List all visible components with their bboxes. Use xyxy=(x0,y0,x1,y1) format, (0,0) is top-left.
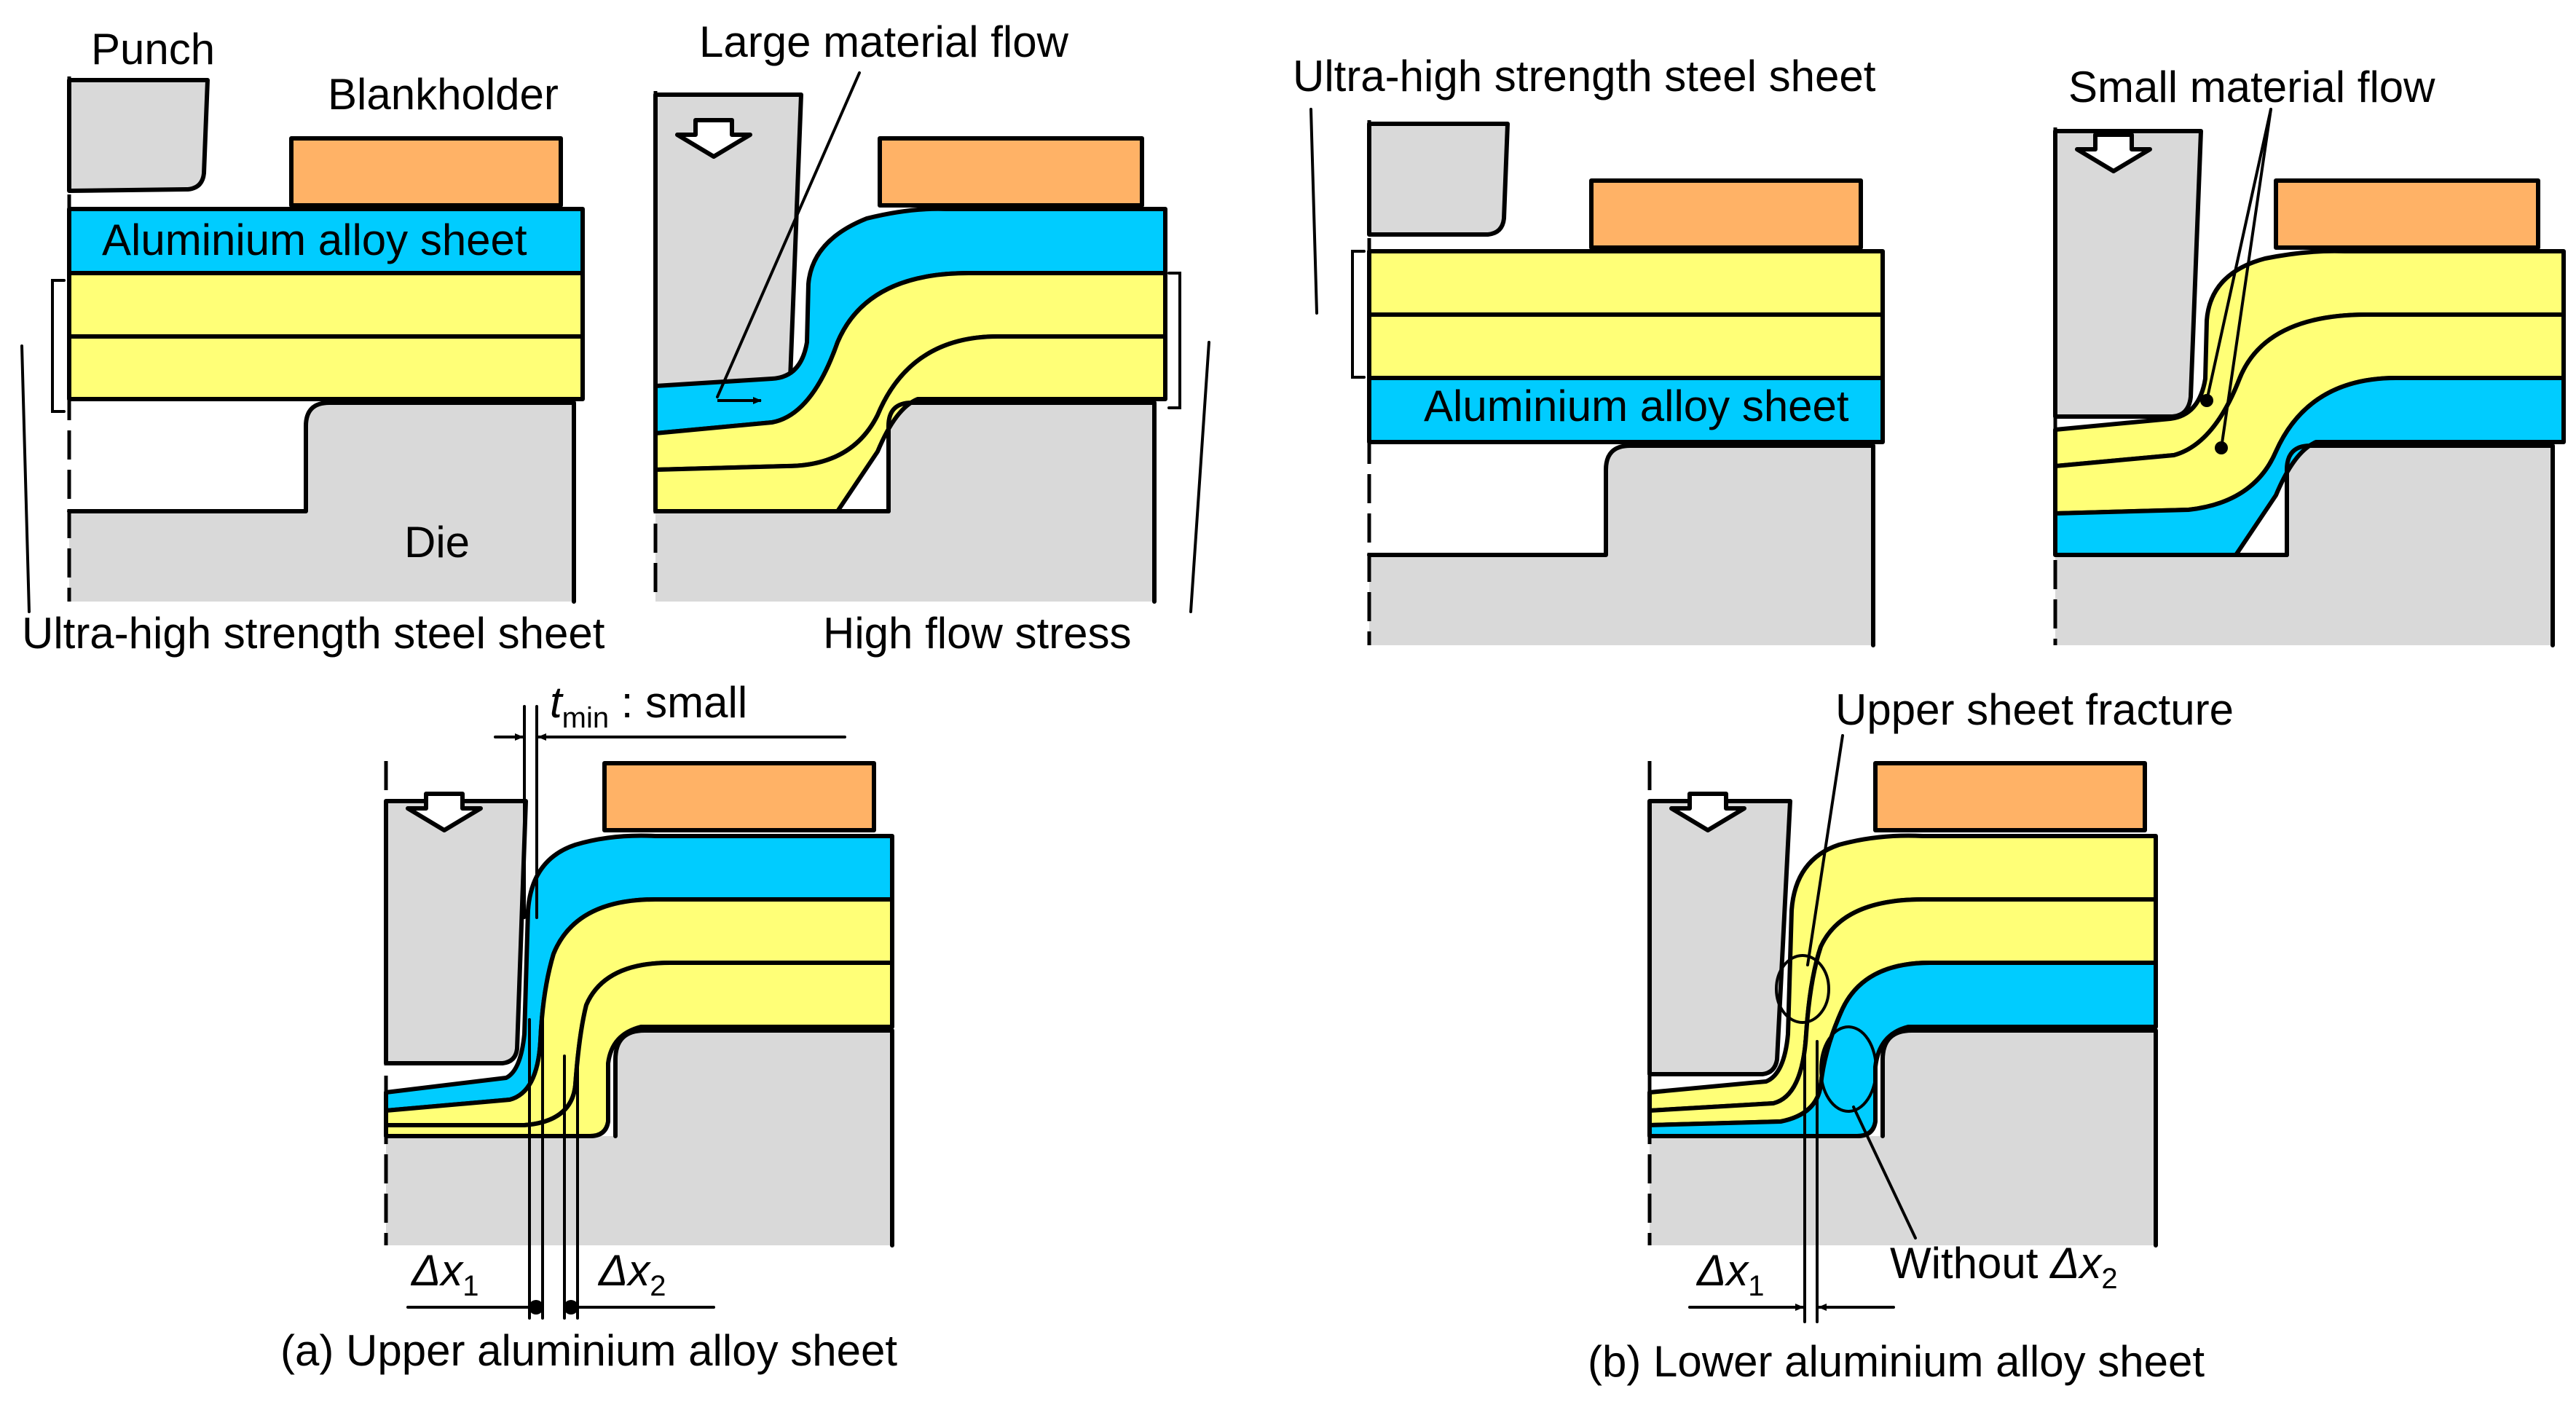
punch-direction-arrow-icon xyxy=(2075,133,2152,173)
panel-b-initial xyxy=(1309,108,1885,647)
punch xyxy=(2053,129,2203,419)
caption-a: (a) Upper aluminium alloy sheet xyxy=(280,1326,897,1375)
steel-sheet-bracket xyxy=(51,279,66,413)
punch-label: Punch xyxy=(91,25,215,74)
missing-dx2-marker xyxy=(1819,1025,1878,1113)
blankholder xyxy=(602,761,876,832)
high-stress-bracket xyxy=(1167,272,1181,409)
steel-sheet-bracket xyxy=(1351,250,1366,379)
steel-leader xyxy=(1309,108,1318,315)
small-flow-label: Small material flow xyxy=(2068,63,2435,111)
panel-a-deformed xyxy=(653,71,1210,613)
steel-sheet-lower xyxy=(67,334,585,401)
die xyxy=(655,403,1154,602)
dx2-label-a: Δx2 xyxy=(597,1246,666,1302)
punch xyxy=(1367,122,1510,237)
high-stress-leader xyxy=(1189,341,1210,613)
steel-sheet-upper xyxy=(1367,249,1885,317)
punch xyxy=(1647,799,1792,1076)
punch xyxy=(384,799,528,1065)
without-dx2-label: Without Δx2 xyxy=(1890,1239,2118,1295)
fracture-leader xyxy=(1806,734,1844,966)
dx1-label-a: Δx1 xyxy=(410,1246,479,1302)
steel-sheet-lower xyxy=(384,961,894,1138)
panel-b-final xyxy=(1647,734,2158,1323)
aluminium-sheet-label-b: Aluminium alloy sheet xyxy=(1424,382,1849,430)
punch-direction-arrow-icon xyxy=(406,792,483,832)
punch-direction-arrow-icon xyxy=(1669,792,1746,832)
small-flow-leader-1 xyxy=(2205,108,2272,402)
die xyxy=(1369,446,1873,645)
aluminium-sheet-label-a: Aluminium alloy sheet xyxy=(102,216,527,264)
die xyxy=(1650,1030,2156,1245)
steel-sheet-lower xyxy=(653,334,1167,513)
small-flow-leader-2 xyxy=(2220,108,2272,449)
punch-direction-arrow-icon xyxy=(675,118,752,159)
steel-sheet-lower xyxy=(1367,312,1885,380)
large-flow-leader xyxy=(716,71,861,398)
upper-fracture-label: Upper sheet fracture xyxy=(1835,685,2234,734)
caption-b: (b) Lower aluminium alloy sheet xyxy=(1588,1337,2205,1386)
die xyxy=(2055,446,2553,645)
steel-sheet-upper xyxy=(67,271,585,339)
die xyxy=(69,403,574,602)
die-label: Die xyxy=(404,518,470,567)
high-flow-stress-label: High flow stress xyxy=(823,609,1131,658)
blankholder-label: Blankholder xyxy=(328,70,559,119)
steel-sheet-label-a: Ultra-high strength steel sheet xyxy=(22,609,605,658)
fracture-marker xyxy=(1775,954,1830,1024)
punch xyxy=(67,78,210,193)
panel-a-final xyxy=(384,705,894,1320)
aluminium-sheet xyxy=(2053,376,2566,557)
die xyxy=(386,1030,892,1245)
large-flow-label: Large material flow xyxy=(699,17,1069,66)
blankholder xyxy=(289,136,563,208)
without-dx2-leader xyxy=(1852,1106,1917,1240)
t-min-label: tmin : small xyxy=(550,678,747,734)
aluminium-sheet xyxy=(1647,961,2158,1138)
steel-sheet-label-b: Ultra-high strength steel sheet xyxy=(1293,52,1876,100)
blankholder xyxy=(2274,178,2540,250)
dx1-label-b: Δx1 xyxy=(1695,1246,1765,1302)
blankholder xyxy=(878,136,1144,208)
blankholder xyxy=(1589,178,1863,250)
panel-b-deformed xyxy=(2053,108,2566,647)
aluminium-sheet xyxy=(1367,376,1885,444)
steel-leader xyxy=(20,344,31,613)
panel-a-initial xyxy=(20,76,585,613)
blankholder xyxy=(1873,761,2147,832)
